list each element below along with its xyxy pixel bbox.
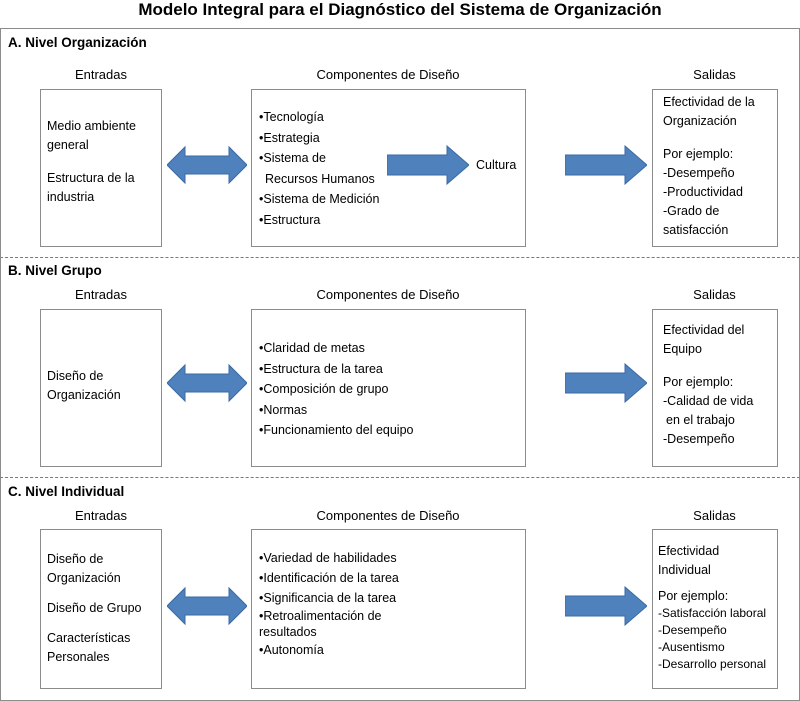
outputs-header: Salidas bbox=[693, 287, 736, 302]
output-line: -Desempeño bbox=[658, 623, 727, 637]
component-item: •Estrategia bbox=[259, 130, 320, 145]
section-title: C. Nivel Individual bbox=[8, 484, 125, 499]
right-arrow-icon bbox=[565, 145, 647, 185]
output-line: Por ejemplo: bbox=[663, 375, 734, 389]
input-line: Diseño de bbox=[47, 552, 104, 566]
section-grupo: B. Nivel Grupo Entradas Componentes de D… bbox=[0, 257, 800, 478]
output-line: Organización bbox=[663, 114, 737, 128]
output-line: -Productividad bbox=[663, 185, 743, 199]
output-line: -Desempeño bbox=[663, 166, 735, 180]
component-item: •Sistema de Medición bbox=[259, 192, 380, 206]
components-box: •Variedad de habilidades •Identificación… bbox=[251, 529, 526, 689]
diagram-title: Modelo Integral para el Diagnóstico del … bbox=[138, 0, 662, 19]
output-line: Efectividad de la bbox=[663, 95, 755, 109]
component-item: •Normas bbox=[259, 402, 308, 417]
output-line: -Desarrollo personal bbox=[658, 657, 767, 671]
output-line: en el trabajo bbox=[666, 413, 735, 427]
output-line: -Satisfacción laboral bbox=[658, 606, 767, 620]
double-arrow-icon bbox=[167, 586, 247, 626]
components-box: •Tecnología •Estrategia •Sistema de Recu… bbox=[251, 89, 526, 247]
right-arrow-icon bbox=[387, 145, 469, 185]
component-item: •Identificación de la tarea bbox=[259, 571, 399, 585]
component-item: •Retroalimentación de bbox=[259, 609, 382, 623]
inputs-header: Entradas bbox=[74, 508, 128, 523]
double-arrow-icon bbox=[167, 363, 247, 403]
outputs-box: Efectividad Individual Por ejemplo: -Sat… bbox=[652, 529, 778, 689]
outputs-box: Efectividad de la Organización Por ejemp… bbox=[652, 89, 778, 247]
section-individual: C. Nivel Individual Entradas Componentes… bbox=[0, 478, 800, 701]
culture-label: Cultura bbox=[476, 158, 517, 172]
component-item: •Composición de grupo bbox=[259, 382, 389, 396]
component-item: •Claridad de metas bbox=[259, 341, 365, 355]
inputs-header: Entradas bbox=[74, 67, 128, 82]
input-line: Diseño de Grupo bbox=[47, 601, 142, 615]
input-line: Estructura de la bbox=[47, 171, 135, 185]
component-item: •Funcionamiento del equipo bbox=[259, 423, 414, 437]
inputs-box: Diseño de Organización bbox=[40, 309, 162, 467]
input-line: Organización bbox=[47, 571, 121, 585]
input-line: Características bbox=[47, 631, 131, 645]
output-line: -Grado de bbox=[663, 204, 720, 218]
component-item: •Sistema de bbox=[259, 151, 326, 165]
inputs-box: Medio ambiente general Estructura de la … bbox=[40, 89, 162, 247]
input-line: Medio ambiente bbox=[47, 119, 136, 133]
components-header: Componentes de Diseño bbox=[316, 67, 460, 82]
double-arrow-icon bbox=[167, 145, 247, 185]
outputs-header: Salidas bbox=[693, 67, 736, 82]
output-line: Equipo bbox=[663, 342, 702, 356]
input-line: general bbox=[47, 138, 89, 152]
input-line: industria bbox=[47, 190, 95, 204]
components-header: Componentes de Diseño bbox=[316, 287, 460, 302]
inputs-box: Diseño de Organización Diseño de Grupo C… bbox=[40, 529, 162, 689]
output-line: Por ejemplo: bbox=[658, 589, 729, 603]
input-line: Diseño de bbox=[47, 369, 104, 383]
component-item: •Estructura bbox=[259, 212, 321, 227]
input-line: Organización bbox=[47, 388, 121, 402]
section-organizacion: A. Nivel Organización Entradas Component… bbox=[0, 28, 800, 258]
output-line: Por ejemplo: bbox=[663, 147, 734, 161]
section-title: A. Nivel Organización bbox=[8, 35, 147, 50]
component-item: •Variedad de habilidades bbox=[259, 551, 397, 565]
component-item: •Estructura de la tarea bbox=[259, 361, 383, 376]
components-box: •Claridad de metas •Estructura de la tar… bbox=[251, 309, 526, 467]
outputs-header: Salidas bbox=[693, 508, 736, 523]
section-title: B. Nivel Grupo bbox=[8, 263, 102, 278]
component-item: •Autonomía bbox=[259, 643, 324, 657]
output-line: -Desempeño bbox=[663, 432, 735, 446]
components-header: Componentes de Diseño bbox=[316, 508, 460, 523]
inputs-header: Entradas bbox=[74, 287, 128, 302]
output-line: Individual bbox=[658, 563, 711, 577]
right-arrow-icon bbox=[565, 363, 647, 403]
output-line: -Ausentismo bbox=[658, 640, 725, 654]
component-item: •Tecnología bbox=[259, 110, 324, 124]
outputs-box: Efectividad del Equipo Por ejemplo: -Cal… bbox=[652, 309, 778, 467]
right-arrow-icon bbox=[565, 586, 647, 626]
component-item: Recursos Humanos bbox=[265, 171, 375, 186]
output-line: Efectividad bbox=[658, 544, 720, 558]
output-line: satisfacción bbox=[663, 223, 729, 237]
component-item: resultados bbox=[259, 625, 317, 639]
output-line: -Calidad de vida bbox=[663, 394, 754, 408]
output-line: Efectividad del bbox=[663, 323, 745, 337]
input-line: Personales bbox=[47, 650, 110, 664]
component-item: •Significancia de la tarea bbox=[259, 591, 397, 605]
